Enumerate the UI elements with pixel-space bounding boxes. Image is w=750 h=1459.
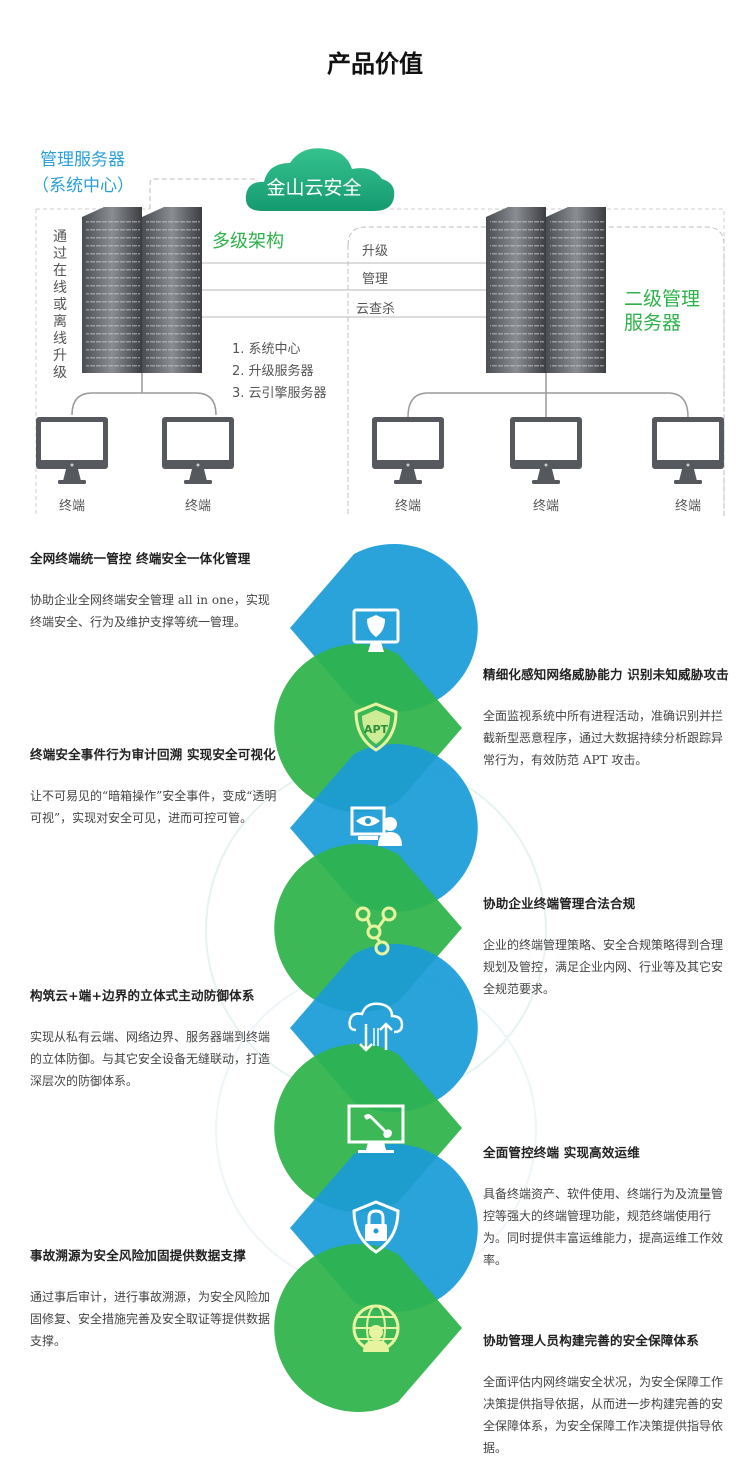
feature-description: 实现从私有云端、网络边界、服务器端到终端的立体防御。与其它安全设备无缝联动，打造… [30,1030,271,1088]
feature-description: 全面监视系统中所有进程活动，准确识别并拦截新型恶意程序，通过大数据持续分析跟踪异… [483,709,724,767]
apt-icon-text: APT [364,723,389,736]
upgrade-char: 升 [53,348,67,364]
feature-title: 全网终端统一管控 终端安全一体化管理 [30,551,251,566]
terminal-icon [510,417,582,484]
feature-block: 构筑云+端+边界的立体式主动防御体系实现从私有云端、网络边界、服务器端到终端的立… [30,985,280,1092]
cloud-sync-icon [348,1002,404,1052]
terminal-icon [162,417,234,484]
mgmt-server-label: 管理服务器 [40,150,125,170]
upgrade-char: 离 [53,313,67,330]
link-upgrade: 升级 [362,244,388,259]
secondary-server-label: 二级管理 [624,288,700,310]
feature-block: 终端安全事件行为审计回溯 实现安全可视化让不可易见的“暗箱操作”安全事件，变成“… [30,744,280,829]
upgrade-char: 在 [53,263,67,279]
terminal-icon [36,417,108,484]
mgmt-server-sublabel: （系统中心） [32,176,134,196]
eye-user-icon [350,806,402,846]
feature-description: 通过事后审计，进行事故溯源，为安全风险加固修复、安全措施完善及安全取证等提供数据… [30,1290,271,1348]
upgrade-char: 过 [53,246,67,262]
arch-label: 多级架构 [212,231,284,252]
feature-block: 事故溯源为安全风险加固提供数据支撑通过事后审计，进行事故溯源，为安全风险加固修复… [30,1245,280,1352]
upgrade-char: 线 [53,331,67,347]
terminal-label: 终端 [59,498,85,514]
feature-description: 让不可易见的“暗箱操作”安全事件，变成“透明可视”，实现对安全可见，进而可控可管… [30,789,277,825]
terminal-icon [372,417,444,484]
upgrade-char: 通 [53,229,67,245]
upgrade-char: 级 [53,365,67,381]
globe-user-icon [352,1304,400,1352]
wrench-monitor-icon [347,1104,405,1153]
terminal-label: 终端 [395,498,421,514]
terminal-label: 终端 [533,498,559,514]
feature-block: 全网终端统一管控 终端安全一体化管理协助企业全网终端安全管理 all in on… [30,548,280,633]
link-manage: 管理 [362,272,388,287]
feature-description: 具备终端资产、软件使用、终端行为及流量管控等强大的终端管理功能，规范终端使用行为… [483,1187,724,1267]
feature-title: 终端安全事件行为审计回溯 实现安全可视化 [30,747,276,762]
server-icon [82,207,202,373]
feature-description: 协助企业全网终端安全管理 all in one，实现终端安全、行为及维护支撑等统… [30,593,270,629]
page-title: 产品价值 [327,49,423,78]
feature-title: 全面管控终端 实现高效运维 [483,1145,640,1160]
feature-block: 协助管理人员构建完善的安全保障体系全面评估内网终端安全状况，为安全保障工作决策提… [483,1330,723,1459]
component-item: 1. 系统中心 [232,342,301,357]
feature-block: 精细化感知网络威胁能力 识别未知威胁攻击全面监视系统中所有进程活动，准确识别并拦… [483,664,729,771]
terminal-icon [652,417,724,484]
feature-block: 全面管控终端 实现高效运维具备终端资产、软件使用、终端行为及流量管控等强大的终端… [483,1142,723,1271]
server-icon [486,207,606,373]
monitor-shield-icon [352,608,400,652]
lock-shield-icon [352,1200,400,1254]
upgrade-char: 或 [53,297,67,313]
link-cloud-scan: 云查杀 [356,302,395,317]
feature-title: 协助管理人员构建完善的安全保障体系 [483,1333,699,1348]
component-item: 3. 云引擎服务器 [232,385,327,401]
apt-shield-icon: APT [354,702,398,752]
feature-title: 协助企业终端管理合法合规 [483,896,636,911]
feature-title: 精细化感知网络威胁能力 识别未知威胁攻击 [483,667,729,682]
feature-description: 企业的终端管理策略、安全合规策略得到合理规划及管控，满足企业内网、行业等及其它安… [483,938,724,996]
terminal-label: 终端 [185,498,211,514]
feature-block: 协助企业终端管理合法合规企业的终端管理策略、安全合规策略得到合理规划及管控，满足… [483,893,723,1000]
dashed-connector [149,178,255,209]
feature-title: 事故溯源为安全风险加固提供数据支撑 [30,1248,246,1263]
cloud-label: 金山云安全 [266,177,361,199]
terminal-label: 终端 [675,498,701,514]
network-nodes-icon [355,906,397,956]
cloud-icon: 金山云安全 [245,148,395,211]
secondary-server-sublabel: 服务器 [624,312,681,334]
upgrade-char: 线 [53,280,67,296]
feature-description: 全面评估内网终端安全状况，为安全保障工作决策提供指导依据，从而进一步构建完善的安… [483,1375,724,1455]
component-item: 2. 升级服务器 [232,363,314,379]
feature-title: 构筑云+端+边界的立体式主动防御体系 [30,988,255,1003]
